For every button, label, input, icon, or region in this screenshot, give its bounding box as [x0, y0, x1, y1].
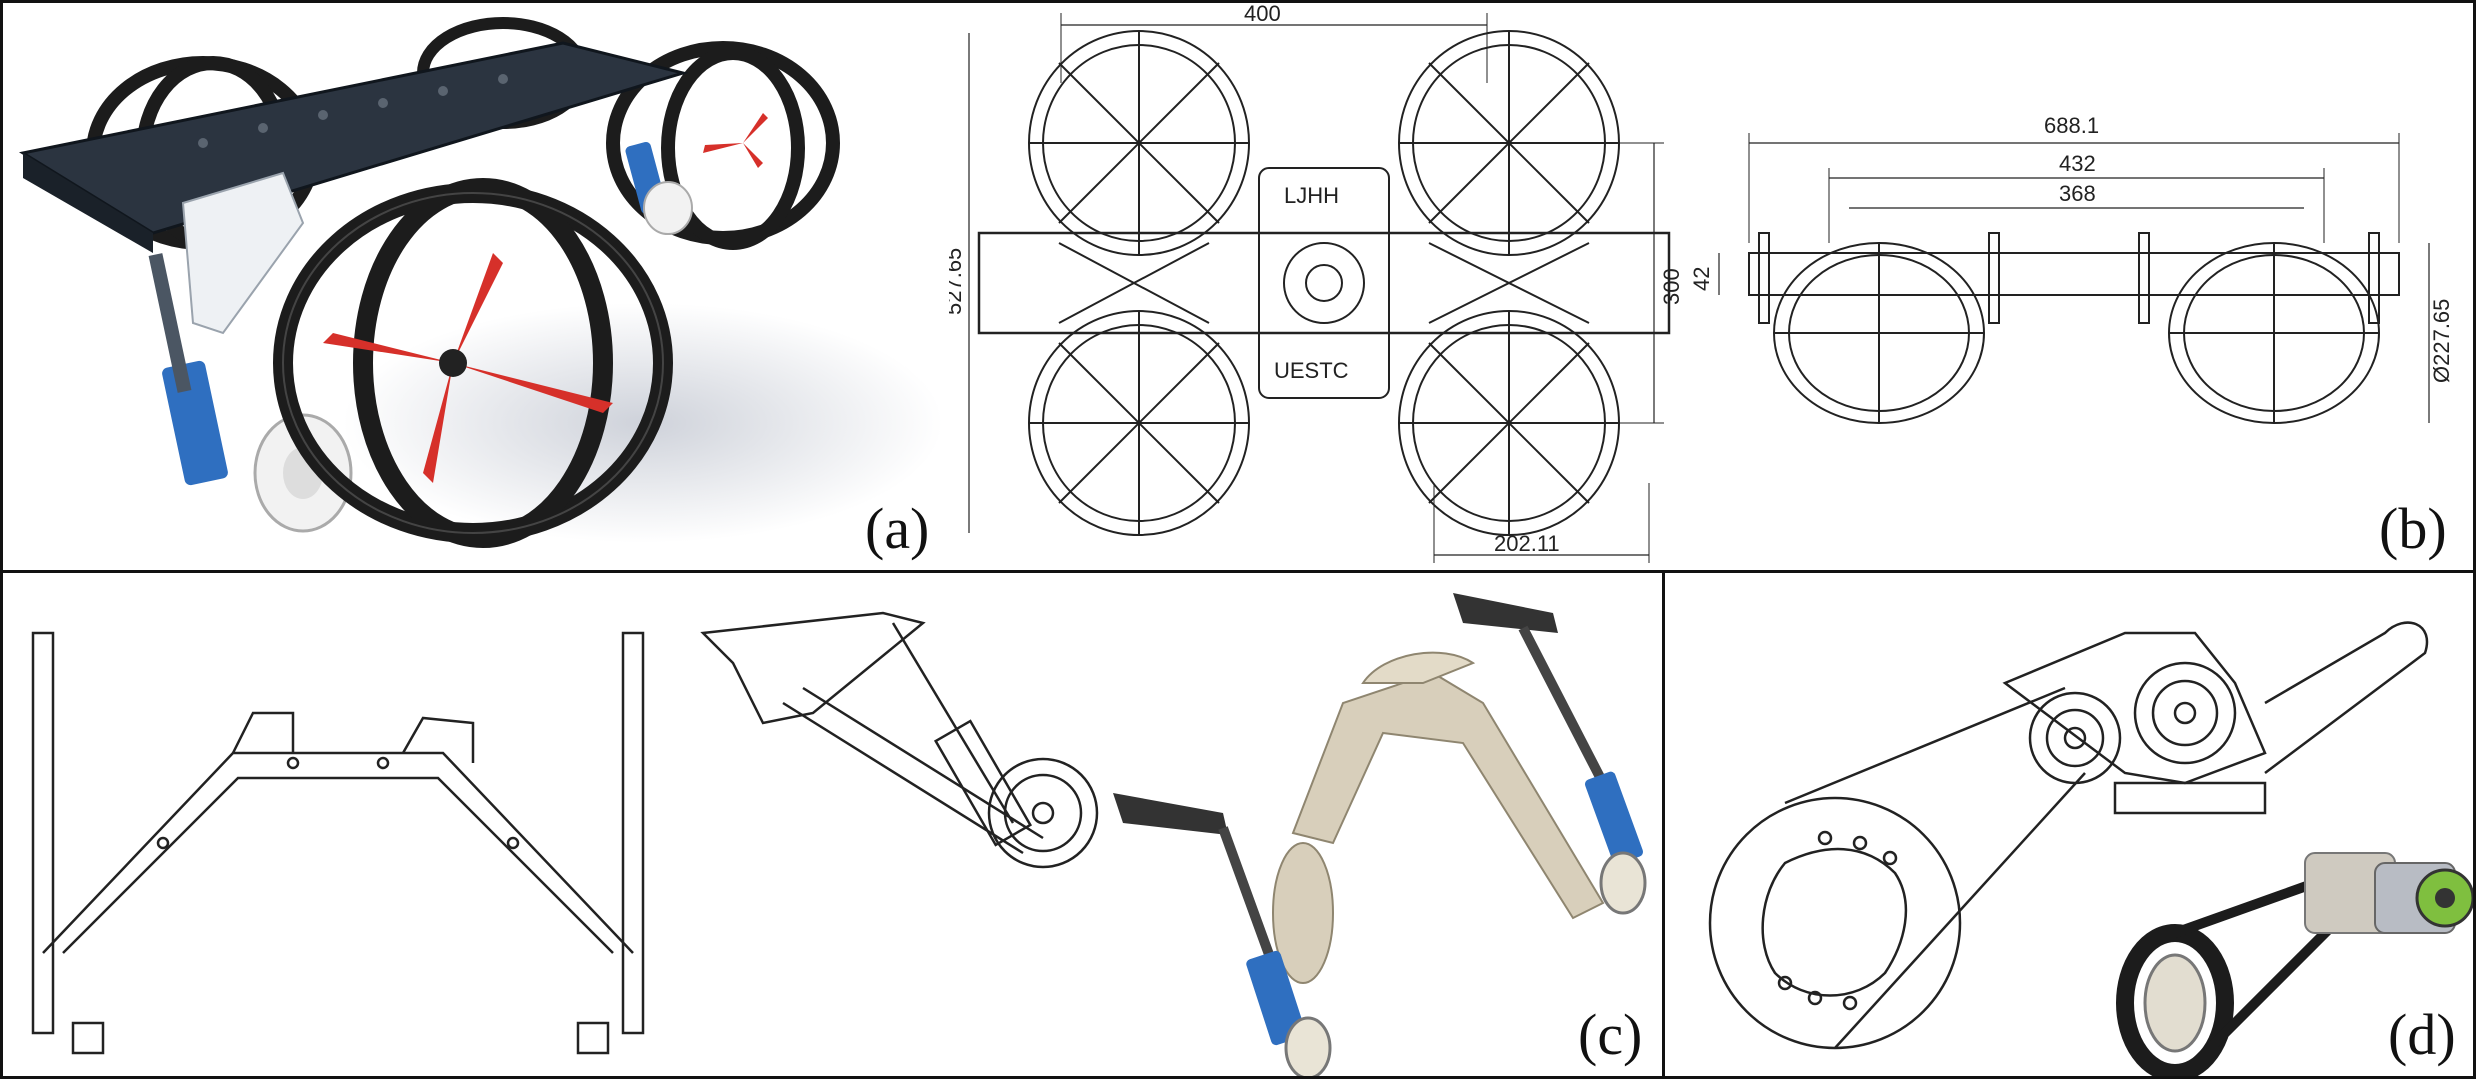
robot-render-illustration — [18, 17, 943, 548]
blue-strut — [162, 360, 228, 486]
panel-b-label: (b) — [2379, 496, 2447, 561]
belt-drive-drawings — [1708, 621, 2473, 1076]
top-view: LJHH UESTC 400 527.65 300 202.11 — [949, 3, 1684, 563]
frame-holes — [198, 74, 508, 148]
dim-bottom-width: 202.11 — [1494, 531, 1560, 556]
dimensioned-drawings: LJHH UESTC 400 527.65 300 202.11 — [949, 3, 2454, 563]
carbon-frame-plate — [18, 41, 689, 235]
panel-b-drawings: LJHH UESTC 400 527.65 300 202.11 — [949, 0, 2476, 573]
panel-d-label: (d) — [2388, 1002, 2456, 1067]
dim-right-height: 300 — [1659, 268, 1684, 305]
dim-side-total: 688.1 — [2044, 113, 2099, 138]
belt-drive-line-drawing — [1708, 621, 2429, 1050]
dim-top-width: 400 — [1244, 3, 1281, 26]
rear-right-wheel-cage — [606, 41, 840, 250]
dim-side-mid: 432 — [2059, 151, 2096, 176]
belt-drive-render — [2116, 852, 2473, 1076]
panel-a-label: (a) — [865, 496, 930, 561]
leg-wheel-right — [1599, 851, 1647, 915]
dark-paddle-left — [1113, 793, 1228, 835]
side-view: 688.1 432 368 42 Ø227.65 — [1689, 113, 2454, 424]
panel-c-leg-mechanism: (c) — [0, 570, 1665, 1079]
leg-wheel-left — [1284, 1016, 1332, 1076]
dark-paddle-right — [1453, 593, 1558, 633]
panel-c-label: (c) — [1578, 1002, 1643, 1067]
panel-a-render: (a) — [0, 0, 952, 573]
rear-propeller — [703, 113, 768, 168]
leg-render — [1113, 593, 1647, 1076]
dim-side-diameter: Ø227.65 — [2429, 299, 2454, 383]
blue-strut-right — [1584, 771, 1644, 865]
front-propeller — [323, 253, 613, 483]
leg-mechanism-drawings — [31, 593, 1647, 1076]
leg-frame-line-drawing — [31, 631, 645, 1055]
wheel-cage-top-left — [1028, 30, 1250, 256]
dim-left-height: 527.65 — [949, 248, 966, 315]
panel-d-belt-drive: (d) — [1662, 570, 2476, 1079]
dim-side-height: 42 — [1689, 267, 1714, 291]
blue-strut-left — [1246, 950, 1306, 1046]
plate-text-top: LJHH — [1284, 183, 1339, 208]
wheel-cage-bottom-left — [1028, 310, 1250, 536]
frame-plate — [977, 231, 1671, 335]
white-leg-arm — [181, 171, 305, 335]
wheel-cage-bottom-right — [1398, 310, 1620, 536]
wheel-leg-line-drawing — [700, 611, 1099, 869]
plate-text-bottom: UESTC — [1274, 358, 1349, 383]
wheel-cage-top-right — [1398, 30, 1620, 256]
dim-side-inner: 368 — [2059, 181, 2096, 206]
